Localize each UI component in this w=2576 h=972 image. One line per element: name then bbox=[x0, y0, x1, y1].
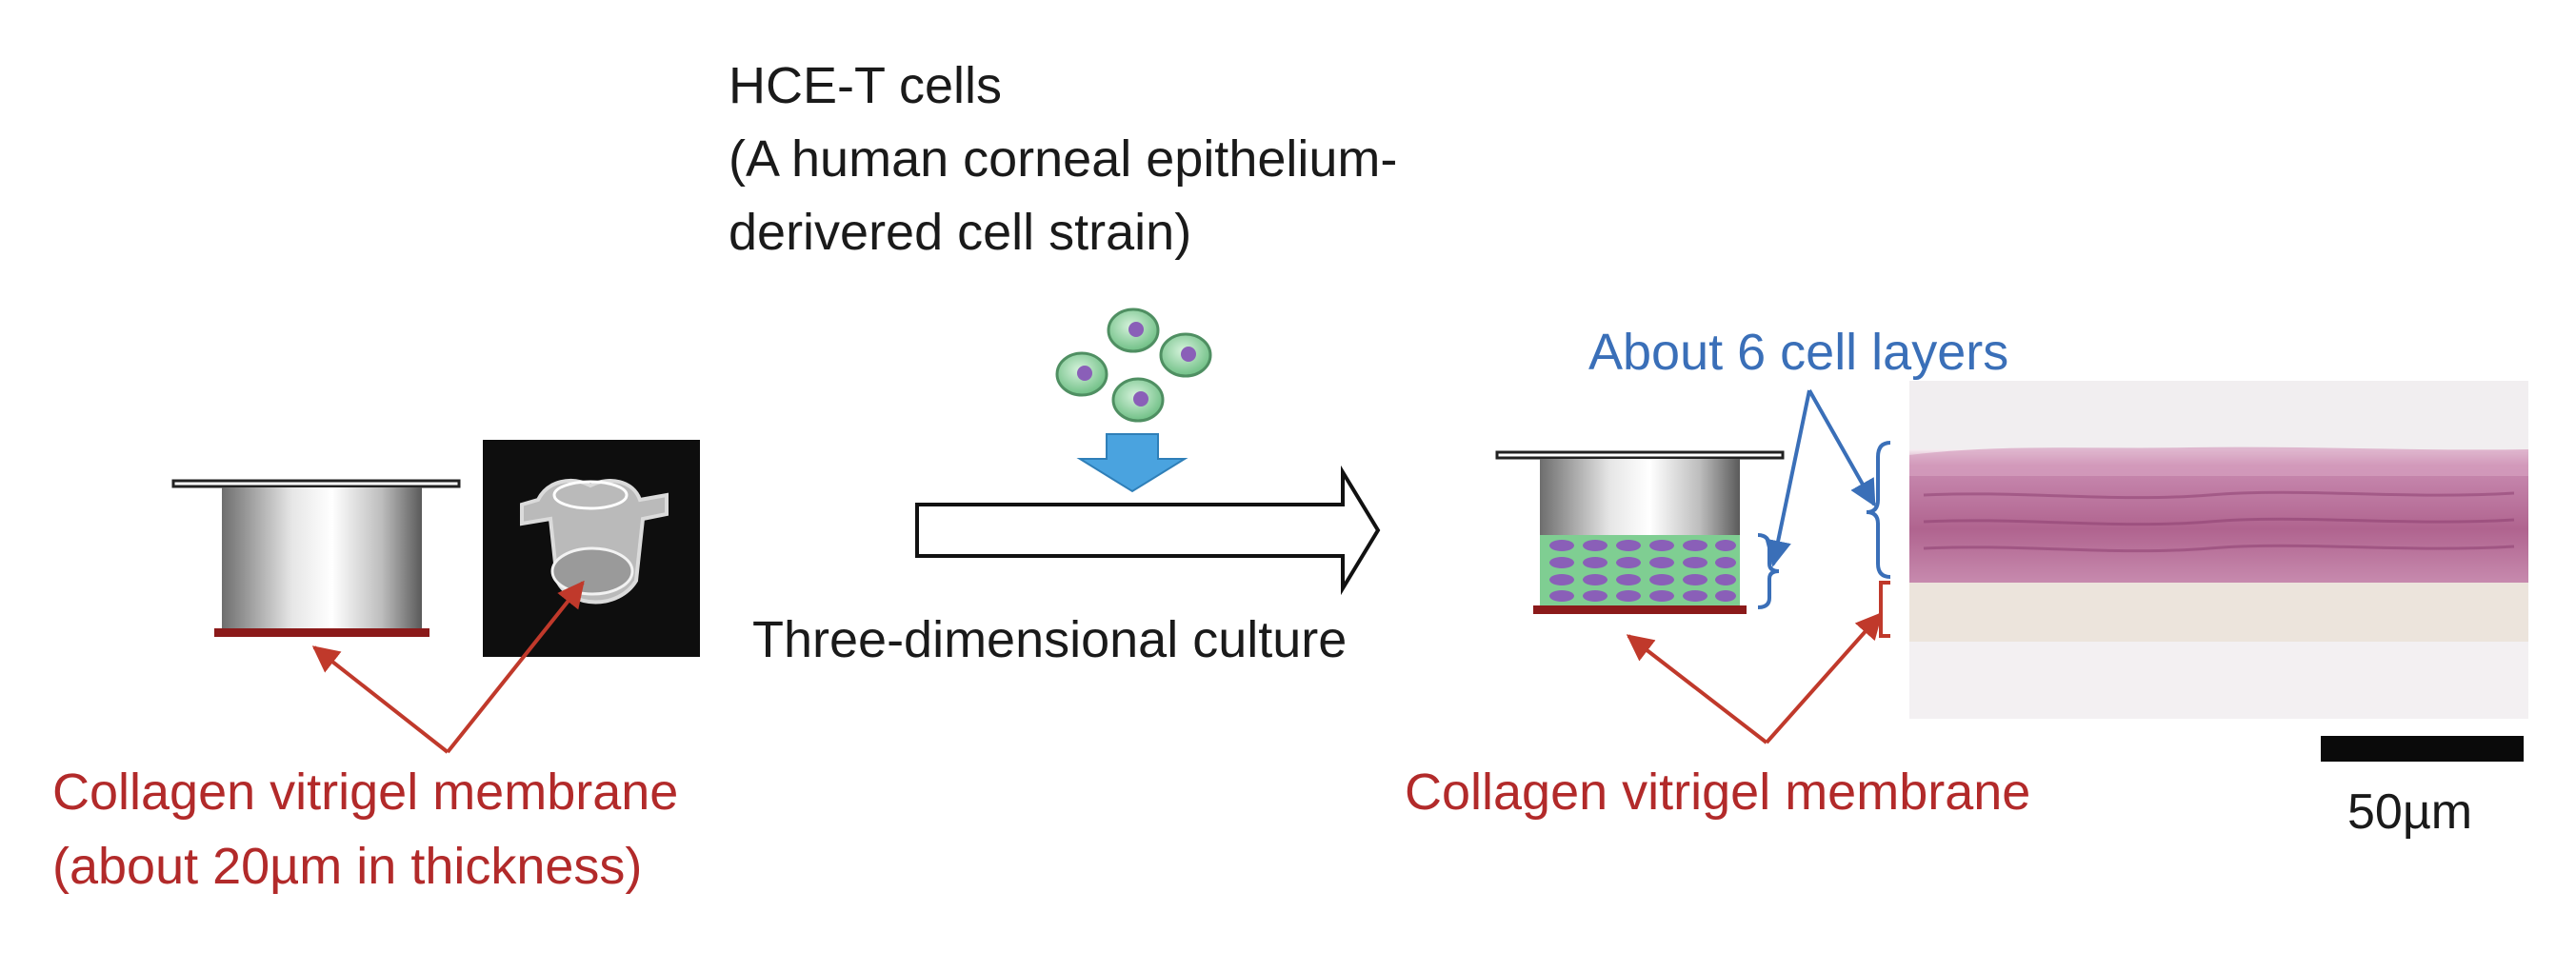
cells-title-line-1: HCE-T cells bbox=[729, 57, 1002, 114]
process-label: Three-dimensional culture bbox=[752, 611, 1347, 668]
collagen-membrane-right bbox=[1533, 605, 1747, 614]
cells-title-line-2: (A human corneal epithelium- bbox=[729, 130, 1397, 188]
membrane-arrow-left-b bbox=[446, 580, 585, 754]
seeded-cells-icon bbox=[1055, 307, 1212, 423]
seeding-down-arrow-icon bbox=[1076, 433, 1188, 493]
cell-layers-arrow-b bbox=[1807, 389, 1876, 507]
left-membrane-label-line-1: Collagen vitrigel membrane bbox=[52, 764, 678, 821]
cell-layers-arrow-a bbox=[1765, 389, 1811, 567]
membrane-arrow-right-b bbox=[1765, 611, 1883, 744]
cell-icon bbox=[1111, 377, 1165, 423]
insert-photo bbox=[483, 440, 700, 657]
cell-icon bbox=[1159, 332, 1212, 378]
cells-title-line-3: derivered cell strain) bbox=[729, 204, 1191, 261]
histology-image bbox=[1909, 381, 2528, 719]
membrane-arrow-right-a bbox=[1626, 634, 1768, 744]
empty-culture-insert bbox=[171, 479, 461, 637]
scale-bar bbox=[2321, 736, 2524, 762]
cell-layers-label: About 6 cell layers bbox=[1588, 324, 2008, 381]
cultured-insert bbox=[1495, 450, 1785, 614]
process-arrow-icon bbox=[915, 465, 1381, 596]
left-membrane-label-line-2: (about 20µm in thickness) bbox=[52, 838, 642, 895]
scale-bar-label: 50µm bbox=[2347, 784, 2472, 840]
membrane-bracket bbox=[1879, 581, 1890, 638]
cell-icon bbox=[1055, 351, 1108, 397]
membrane-arrow-left-a bbox=[311, 645, 449, 754]
cells-title: HCE-T cells (A human corneal epithelium-… bbox=[729, 57, 1397, 261]
collagen-membrane-left bbox=[214, 628, 429, 637]
cell-layers-icon bbox=[1540, 535, 1740, 607]
cell-icon bbox=[1107, 307, 1160, 353]
right-membrane-label: Collagen vitrigel membrane bbox=[1405, 764, 2030, 821]
cell-layers-bracket-large bbox=[1866, 441, 1891, 579]
